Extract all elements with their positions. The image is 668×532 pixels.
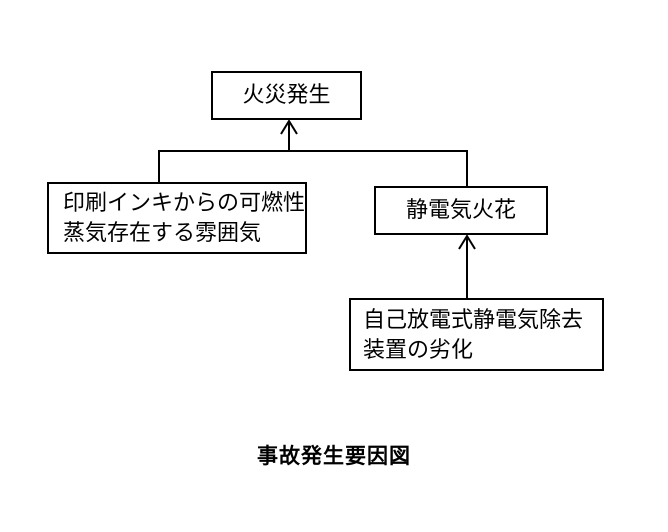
connector-static-to-fire <box>289 150 468 186</box>
node-fire-occurrence: 火災発生 <box>211 71 362 120</box>
diagram-caption: 事故発生要因図 <box>257 444 411 468</box>
node-fire-label: 火災発生 <box>242 83 331 108</box>
node-degrade-label-line-1: 自己放電式静電気除去 <box>363 308 584 333</box>
node-ink-label-line-1: 印刷インキからの可燃性 <box>63 191 306 216</box>
connector-ink-to-fire <box>158 150 289 182</box>
node-flammable-vapor: 印刷インキからの可燃性 蒸気存在する雰囲気 <box>47 182 307 254</box>
arrowhead-static <box>458 234 476 250</box>
node-static-label: 静電気火花 <box>405 198 516 223</box>
node-ink-label-line-2: 蒸気存在する雰囲気 <box>63 221 262 246</box>
node-static-spark: 静電気火花 <box>374 186 548 235</box>
arrowhead-fire <box>280 119 298 135</box>
node-degrade-label-line-2: 装置の劣化 <box>363 338 474 363</box>
node-eliminator-degradation: 自己放電式静電気除去 装置の劣化 <box>349 298 604 371</box>
